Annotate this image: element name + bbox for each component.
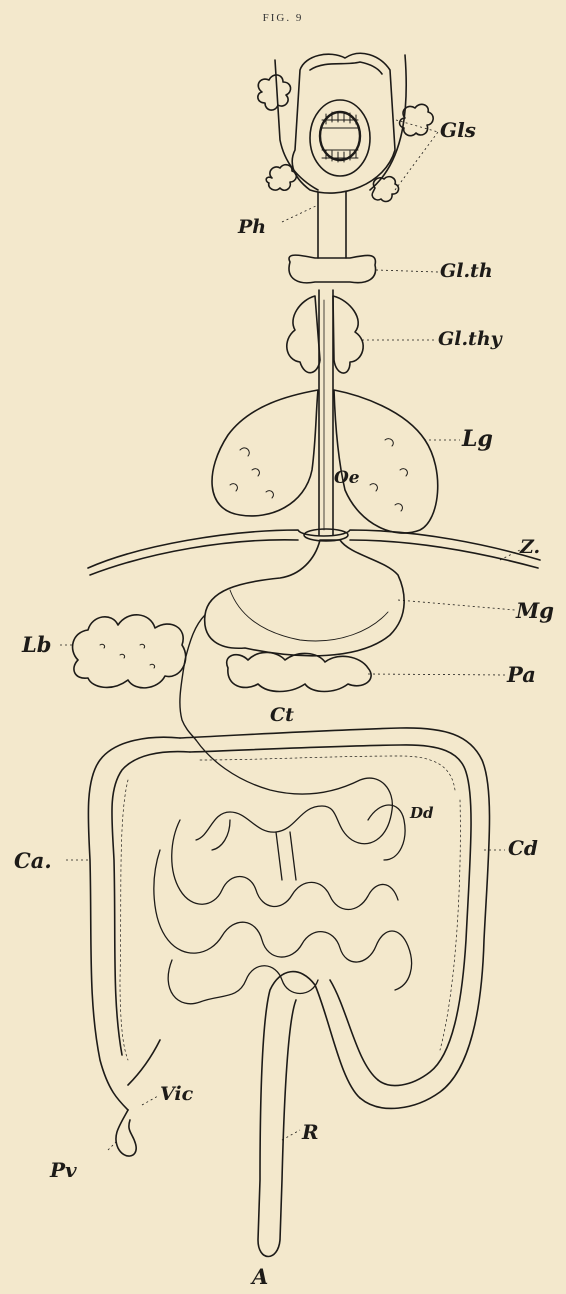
label-ca: Ca. [14,850,52,871]
label-gl-thy: Gl.thy [438,330,502,349]
label-gl-th: Gl.th [440,262,493,281]
label-dd: Dd [410,806,434,821]
thyroid-gland [287,296,363,373]
ileocecal-valve [128,1040,160,1085]
gland-th [289,255,376,283]
rectum [258,972,378,1257]
small-intestine [154,740,412,1004]
label-lb: Lb [22,634,51,655]
label-mg: Mg [516,600,554,621]
mouth-opening [310,100,370,176]
label-lg: Lg [462,428,493,450]
label-cd: Cd [508,838,538,858]
lungs [212,390,438,533]
pancreas [227,652,371,691]
colon [88,728,489,1110]
label-pv: Pv [50,1160,77,1180]
label-oe: Oe [334,470,360,487]
label-gls: Gls [440,120,476,140]
label-z: Z. [520,538,540,557]
label-a: A [252,1266,268,1287]
stomach [205,540,404,656]
liver [73,615,186,688]
label-ct: Ct [270,706,294,725]
diaphragm [88,529,540,575]
vermiform-process [116,1110,136,1156]
label-pa: Pa [507,664,536,685]
label-r: R [302,1122,319,1142]
label-ph: Ph [238,218,266,237]
label-vic: Vic [160,1085,193,1104]
